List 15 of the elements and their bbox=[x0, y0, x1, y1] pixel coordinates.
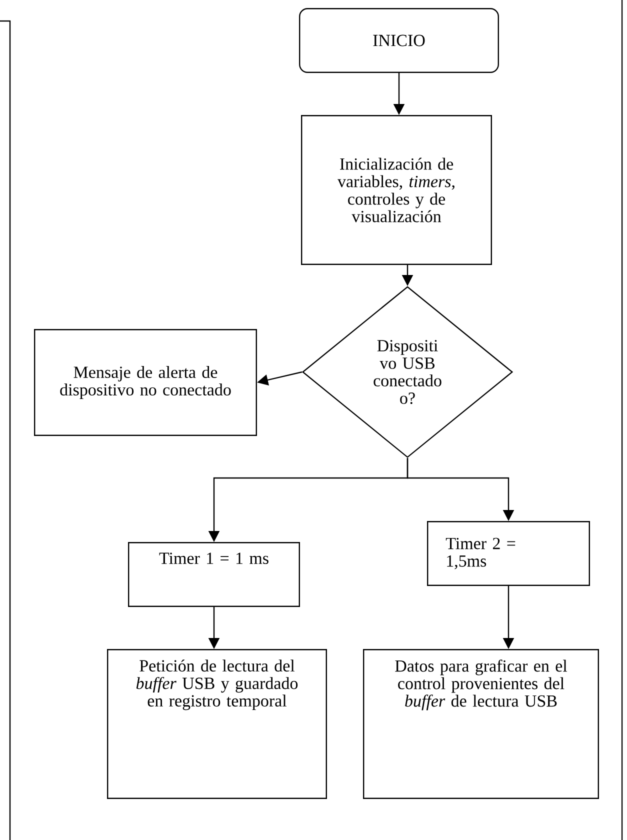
node-label: Timer 2 = 1,5ms bbox=[446, 538, 516, 570]
node-label: Dispositi vo USB conectado o? bbox=[374, 340, 442, 404]
node-label: Datos para graficar en el control provenientes del buffer de lectura USB bbox=[395, 660, 568, 710]
node-label: Petición de lectura del buffer USB y guardado en registro temporal bbox=[136, 660, 298, 710]
process-box bbox=[301, 115, 492, 265]
node-label: INICIO bbox=[373, 34, 425, 46]
process-box bbox=[128, 542, 300, 607]
process-box bbox=[363, 649, 599, 799]
node-label: Inicialización de variables, timers, controles y de visualización bbox=[337, 158, 454, 222]
process-box bbox=[34, 329, 257, 436]
node-label: Mensaje de alerta de dispositivo no conectado bbox=[60, 366, 231, 399]
process-box bbox=[107, 649, 327, 799]
node-label: Timer 1 = 1 ms bbox=[159, 552, 268, 564]
start-terminal bbox=[299, 8, 499, 73]
process-box bbox=[427, 521, 590, 586]
